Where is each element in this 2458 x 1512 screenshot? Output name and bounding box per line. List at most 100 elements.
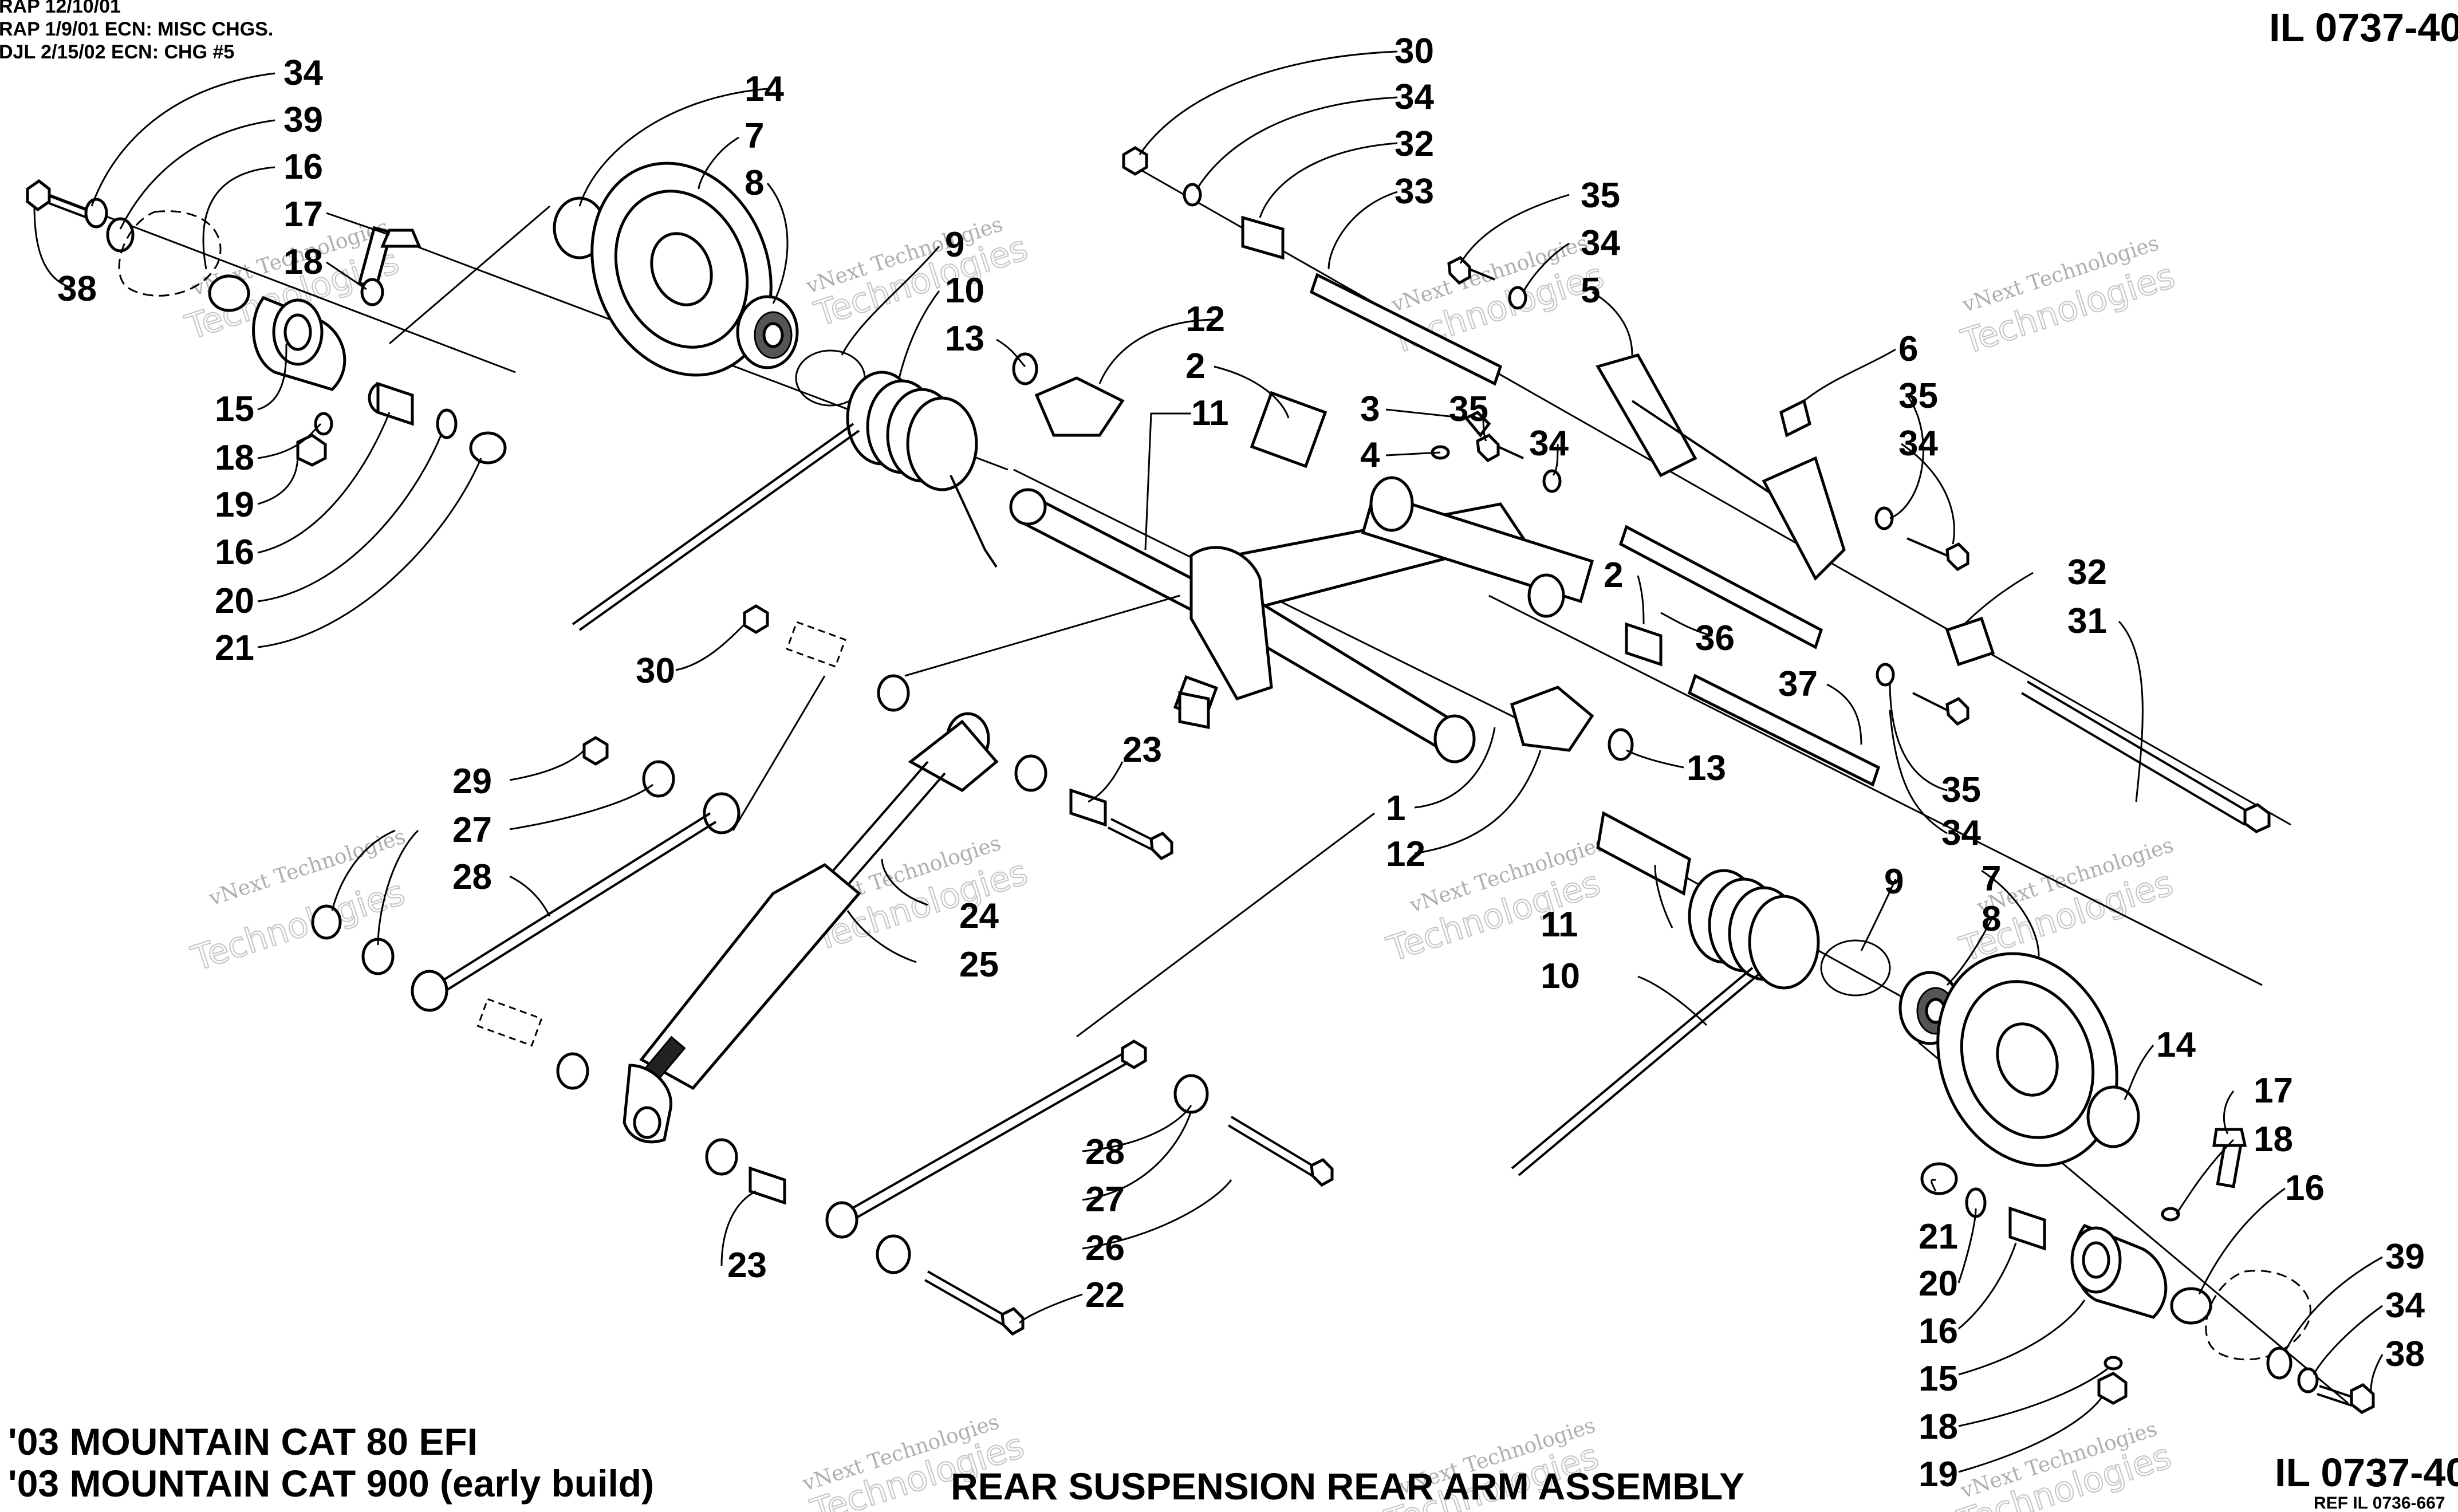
washer-18c	[2161, 1207, 2180, 1222]
model-line-2: '03 MOUNTAIN CAT 900 (early build)	[8, 1462, 654, 1505]
left-bracket-15	[208, 226, 422, 391]
callout-6: 6	[1898, 329, 1918, 369]
callout-34: 34	[1581, 223, 1620, 263]
callout-13: 13	[1687, 749, 1726, 788]
bushing-16d	[2170, 1287, 2212, 1325]
callout-10: 10	[945, 271, 984, 310]
callout-16: 16	[215, 533, 254, 572]
link-arm-28b	[825, 1040, 1209, 1274]
slide-pad-dashed-right	[2205, 1270, 2311, 1361]
callout-34: 34	[2385, 1286, 2425, 1325]
callout-13: 13	[945, 319, 984, 359]
callout-34: 34	[1898, 424, 1938, 463]
callout-17: 17	[283, 195, 323, 234]
il-number-top: IL 0737-408	[2269, 5, 2458, 50]
washer-lower-b	[705, 1138, 738, 1176]
shock-absorber-25	[623, 712, 999, 1144]
callout-21: 21	[215, 628, 254, 668]
nut-30b	[743, 604, 769, 634]
callout-35: 35	[1941, 770, 1981, 810]
callout-30: 30	[1395, 32, 1434, 71]
cap-screw-35d	[1912, 692, 1969, 726]
connector	[732, 675, 826, 831]
washer-34	[84, 198, 108, 229]
callout-20: 20	[1919, 1264, 1958, 1304]
callout-20: 20	[215, 581, 254, 621]
parts-artwork	[26, 146, 2375, 1414]
cap-screw-35a	[1447, 255, 1495, 285]
nut-19a	[296, 434, 327, 467]
callout-17: 17	[2254, 1071, 2293, 1111]
revision-line-2: RAP 1/9/01 ECN: MISC CHGS.	[0, 18, 273, 40]
callout-38: 38	[57, 269, 97, 309]
revision-line-3: DJL 2/15/02 ECN: CHG #5	[0, 41, 234, 63]
bushing-2a	[1250, 391, 1328, 468]
washer-34f	[1876, 663, 1895, 687]
callout-34: 34	[283, 53, 323, 93]
callout-7: 7	[1982, 859, 2001, 899]
washer-34g	[2297, 1367, 2319, 1393]
connector	[1076, 812, 1375, 1038]
link-arm-28a	[311, 736, 740, 1012]
right-bracket-15	[2070, 1223, 2168, 1319]
callout-18: 18	[215, 438, 254, 478]
callout-3: 3	[1360, 389, 1380, 429]
left-bolt-38	[26, 179, 92, 220]
spacer-21a	[469, 431, 507, 464]
callout-38: 38	[2385, 1334, 2425, 1374]
revision-line-1: RAP 12/10/01	[0, 0, 121, 17]
washer-34e	[1542, 469, 1562, 493]
washer-20a	[436, 408, 458, 439]
callout-30: 30	[636, 651, 675, 691]
callout-27: 27	[1085, 1180, 1125, 1219]
callout-32: 32	[1395, 124, 1434, 164]
callout-39: 39	[2385, 1237, 2425, 1277]
callout-35: 35	[1581, 176, 1620, 215]
callout-5: 5	[1581, 271, 1600, 310]
cap-screw-35c	[1906, 537, 1969, 572]
bushing-16c	[2008, 1206, 2046, 1251]
callout-26: 26	[1085, 1228, 1125, 1268]
callout-34: 34	[1395, 77, 1434, 117]
il-number-bottom: IL 0737-408	[2275, 1450, 2458, 1495]
connector	[904, 594, 1180, 677]
spacer-dashed-b	[476, 998, 543, 1047]
rear-arm-frame	[1173, 391, 1594, 763]
leader-lines	[33, 50, 2384, 1473]
callout-19: 19	[215, 485, 254, 525]
callout-27: 27	[452, 810, 492, 850]
callouts: 34 39 16 17 18 38 15 18 19 16 20 21 14 7…	[57, 32, 2425, 1494]
model-line-1: '03 MOUNTAIN CAT 80 EFI	[8, 1420, 478, 1463]
washer-39b	[2266, 1346, 2292, 1380]
callout-8: 8	[745, 163, 764, 203]
washer-18d	[2104, 1356, 2123, 1371]
callout-2: 2	[1604, 556, 1623, 595]
washer-18b	[314, 412, 333, 436]
callout-4: 4	[1360, 435, 1380, 475]
nut-19b	[2097, 1372, 2128, 1405]
callout-36: 36	[1695, 619, 1735, 658]
callout-15: 15	[1919, 1359, 1958, 1399]
callout-35: 35	[1898, 376, 1938, 416]
axle-11b	[1596, 811, 1691, 896]
spacer-23-top	[1178, 691, 1210, 730]
bushing-16b	[368, 381, 414, 426]
callout-18: 18	[2254, 1120, 2293, 1159]
washer-18a	[360, 278, 384, 306]
callout-10: 10	[1541, 956, 1580, 996]
bolt-38b	[2317, 1383, 2375, 1414]
callout-28: 28	[1085, 1132, 1125, 1172]
reference-number: REF IL 0736-667	[2314, 1494, 2445, 1512]
cap-screw-35b	[1476, 433, 1524, 463]
callout-23: 23	[1122, 730, 1162, 770]
nut-13a	[1012, 352, 1038, 385]
callout-35: 35	[1449, 389, 1488, 429]
callout-15: 15	[215, 389, 254, 429]
bolt-22	[924, 1270, 1025, 1336]
washer-34d	[1874, 506, 1894, 530]
spacer-23b	[749, 1166, 786, 1205]
slide-pad-dashed	[118, 210, 222, 297]
callout-16: 16	[283, 147, 323, 187]
shaft-end-12a	[1034, 376, 1125, 437]
